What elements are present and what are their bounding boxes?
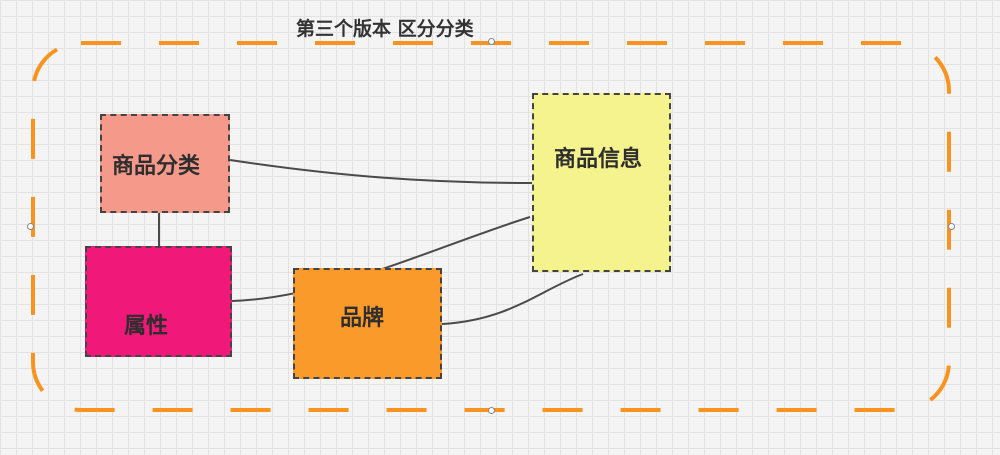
node-attribute[interactable]: 属性 — [85, 246, 232, 357]
edge-category-product[interactable] — [229, 159, 533, 184]
node-product-info[interactable]: 商品信息 — [532, 93, 671, 272]
frame-handle-top[interactable] — [488, 38, 495, 45]
node-product-info-label: 商品信息 — [554, 147, 643, 172]
frame-handle-right[interactable] — [948, 223, 955, 230]
node-brand[interactable]: 品牌 — [293, 268, 442, 379]
node-brand-label: 品牌 — [340, 306, 385, 331]
diagram-title: 第三个版本 区分分类 — [296, 18, 474, 40]
node-category[interactable]: 商品分类 — [100, 114, 230, 213]
edge-brand-product[interactable] — [441, 273, 584, 325]
node-category-label: 商品分类 — [112, 154, 201, 179]
frame-handle-bottom[interactable] — [488, 407, 495, 414]
node-attribute-label: 属性 — [124, 314, 169, 339]
frame-handle-left[interactable] — [27, 223, 34, 230]
